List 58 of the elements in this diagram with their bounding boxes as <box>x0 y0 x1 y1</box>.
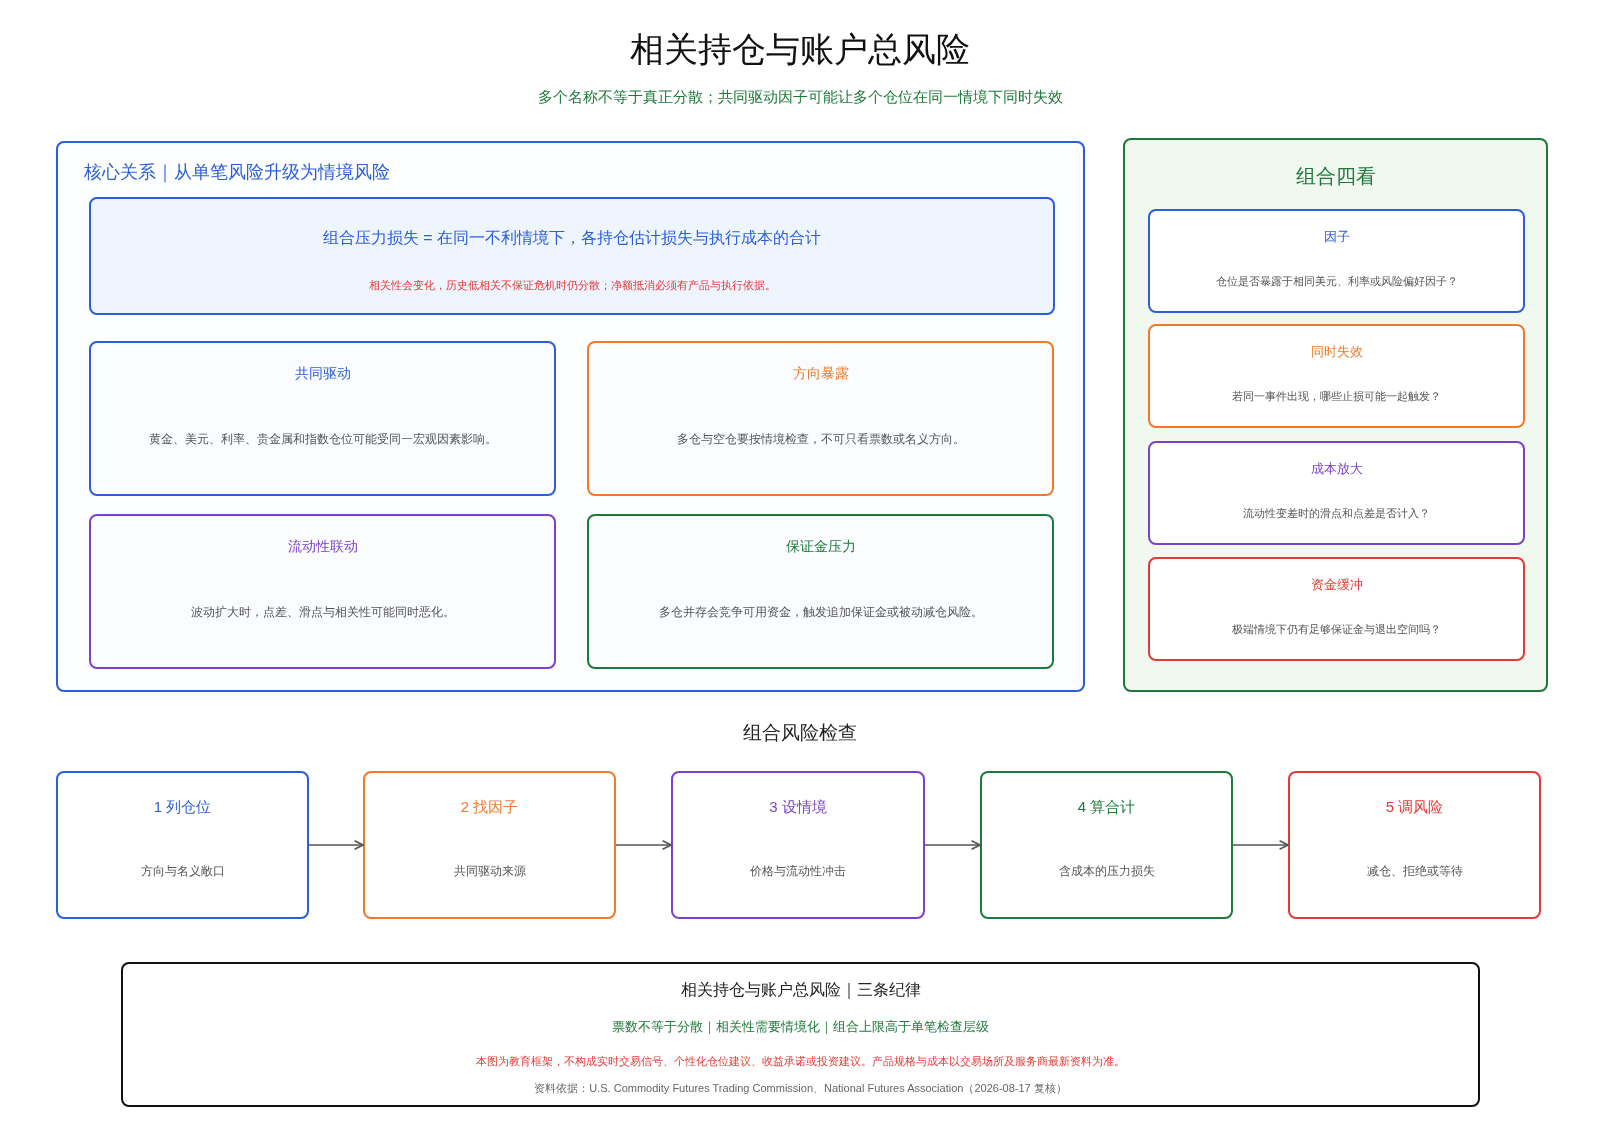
arrow <box>615 840 672 850</box>
arrow <box>1232 840 1289 850</box>
card-title: 共同驱动 <box>294 363 351 383</box>
card <box>1148 324 1525 428</box>
card-title: 同时失效 <box>1310 343 1363 361</box>
panel-heading: 组合四看 <box>1295 164 1376 189</box>
card <box>1148 557 1525 661</box>
card <box>1148 209 1525 313</box>
step-text: 含成本的压力损失 <box>1058 864 1155 880</box>
card-title: 方向暴露 <box>792 363 849 383</box>
card-text: 仓位是否暴露于相同美元、利率或风险偏好因子？ <box>1215 273 1458 289</box>
card <box>587 514 1054 669</box>
card <box>89 341 556 496</box>
step-box <box>671 771 925 919</box>
formula-text: 组合压力损失 = 在同一不利情境下，各持仓估计损失与执行成本的合计 <box>322 227 822 248</box>
panel <box>1123 138 1548 692</box>
note-title: 相关持仓与账户总风险｜三条纪律 <box>680 979 921 1001</box>
step-box <box>363 771 616 919</box>
arrow <box>924 840 981 850</box>
card-title: 成本放大 <box>1310 460 1363 478</box>
panel-heading: 核心关系｜从单笔风险升级为情境风险 <box>84 161 390 185</box>
key-points: 票数不等于分散｜相关性需要情境化｜组合上限高于单笔检查层级 <box>612 1018 989 1036</box>
card-title: 资金缓冲 <box>1310 576 1363 594</box>
card-title: 保证金压力 <box>785 536 856 556</box>
formula-box <box>89 197 1055 315</box>
panel <box>56 141 1085 692</box>
arrow <box>308 840 364 850</box>
step-title: 3 设情境 <box>769 797 827 817</box>
step-title: 1 列仓位 <box>153 797 212 817</box>
step-text: 价格与流动性冲击 <box>750 864 846 880</box>
step-title: 4 算合计 <box>1077 797 1136 817</box>
card-text: 波动扩大时，点差、滑点与相关性可能同时恶化。 <box>190 605 455 621</box>
card-text: 流动性变差时的滑点和点差是否计入？ <box>1243 505 1430 521</box>
card <box>1148 441 1525 545</box>
step-text: 共同驱动来源 <box>453 864 526 880</box>
subtitle: 多个名称不等于真正分散；共同驱动因子可能让多个仓位在同一情境下同时失效 <box>537 87 1063 107</box>
card-text: 若同一事件出现，哪些止损可能一起触发？ <box>1232 388 1441 404</box>
card-text: 多仓与空仓要按情境检查，不可只看票数或名义方向。 <box>676 432 965 448</box>
step-text: 减仓、拒绝或等待 <box>1366 864 1463 880</box>
warning-text: 相关性会变化，历史低相关不保证危机时仍分散；净额抵消必须有产品与执行依据。 <box>368 277 776 293</box>
step-title: 5 调风险 <box>1385 797 1444 817</box>
step-box <box>980 771 1233 919</box>
card <box>89 514 556 669</box>
disclaimer-text: 本图为教育框架，不构成实时交易信号、个性化仓位建议、收益承诺或投资建议。产品规格与成本以交易场所及服务商最新资料为准。 <box>476 1053 1125 1069</box>
step-box <box>56 771 309 919</box>
step-box <box>1288 771 1541 919</box>
section-heading: 组合风险检查 <box>743 720 857 745</box>
page-title: 相关持仓与账户总风险 <box>630 28 970 70</box>
card-title: 因子 <box>1323 228 1350 246</box>
step-text: 方向与名义敞口 <box>140 864 225 880</box>
card-text: 多仓并存会竞争可用资金，触发追加保证金或被动减仓风险。 <box>658 605 983 621</box>
source-text: 资料依据：U.S. Commodity Futures Trading Commission、National Futures Association（2026-08-17 复核） <box>534 1080 1067 1096</box>
note-box <box>121 962 1480 1107</box>
card-title: 流动性联动 <box>287 536 358 556</box>
step-title: 2 找因子 <box>460 797 519 817</box>
card-text: 极端情境下仍有足够保证金与退出空间吗？ <box>1232 621 1441 637</box>
card-text: 黄金、美元、利率、贵金属和指数仓位可能受同一宏观因素影响。 <box>148 432 497 448</box>
card <box>587 341 1054 496</box>
